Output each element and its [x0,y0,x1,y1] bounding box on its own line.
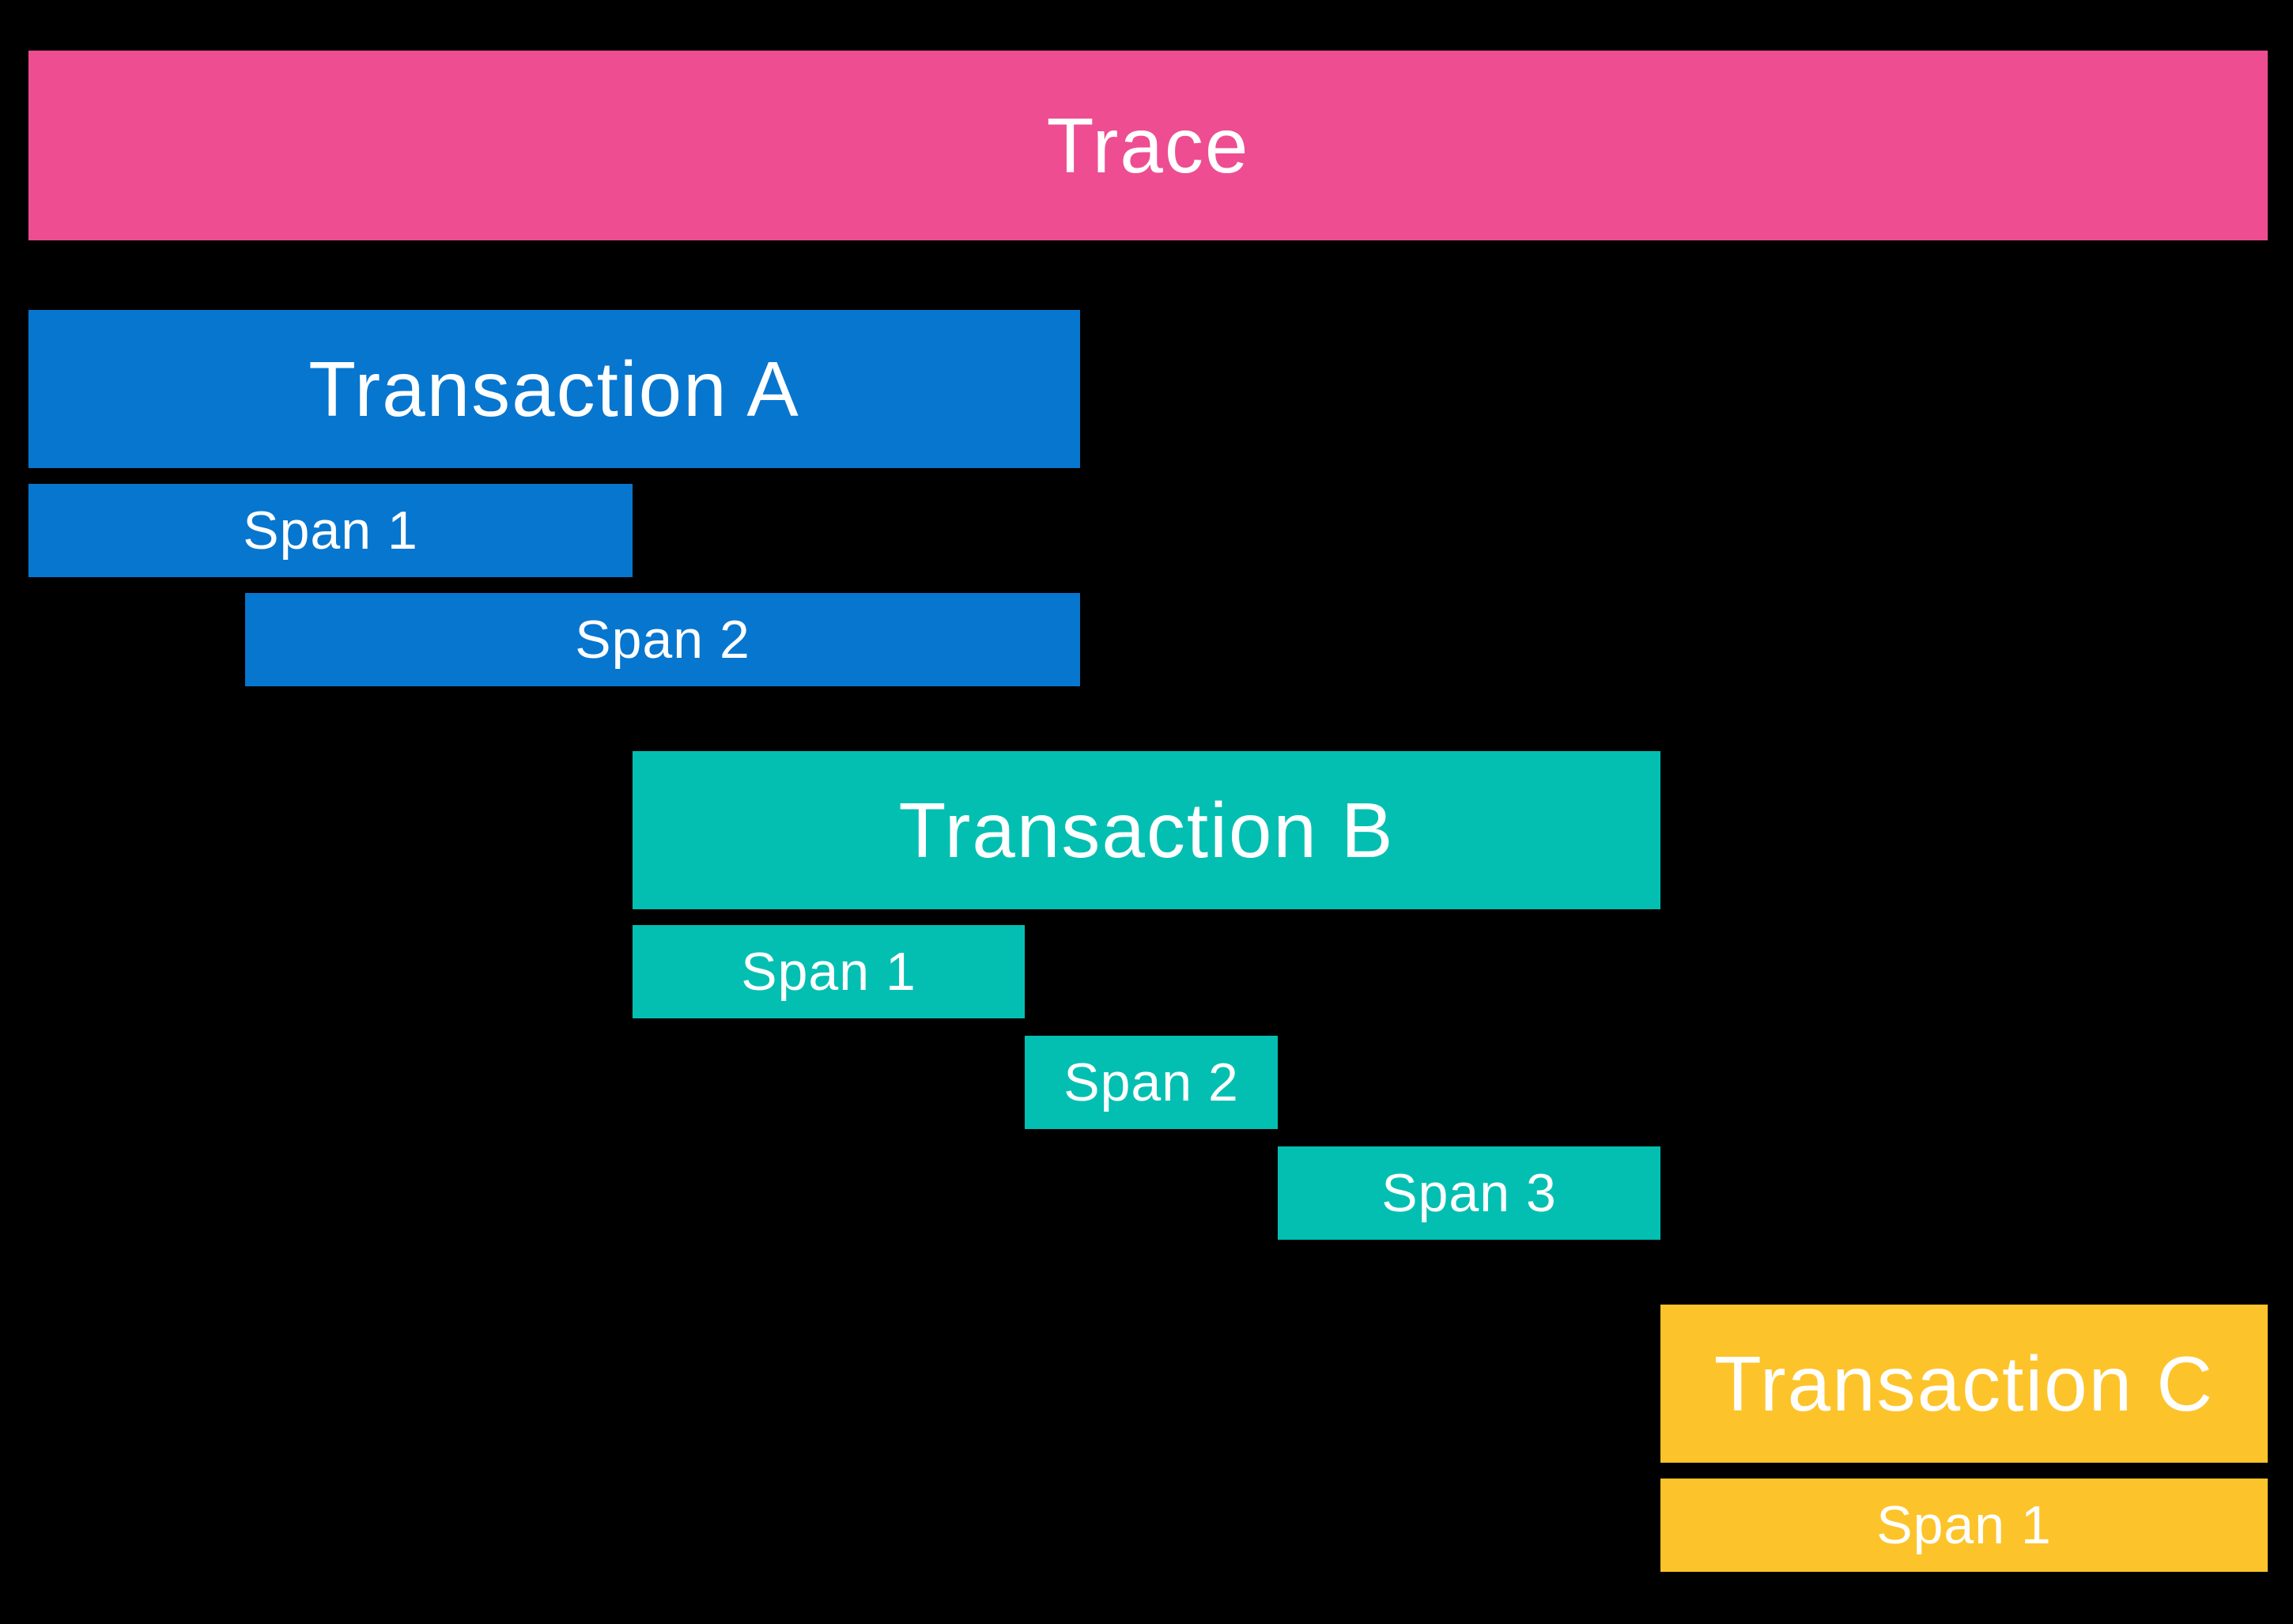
transaction-b-span-1-bar: Span 1 [633,925,1025,1018]
transaction-a-span-1-label: Span 1 [243,500,418,561]
transaction-b-span-3-label: Span 3 [1381,1163,1557,1223]
trace-label: Trace [1046,101,1250,189]
transaction-a-span-2-bar: Span 2 [245,593,1080,686]
transaction-b-span-2-label: Span 2 [1063,1052,1239,1112]
transaction-a-label: Transaction A [308,345,800,432]
transaction-b-span-3-bar: Span 3 [1278,1146,1660,1240]
transaction-a-span-2-label: Span 2 [575,610,750,670]
transaction-c-span-1-label: Span 1 [1876,1495,2052,1555]
transaction-b-span-1-label: Span 1 [741,942,916,1002]
transaction-b-label: Transaction B [898,786,1395,874]
transaction-c-label: Transaction C [1713,1339,2215,1427]
transaction-b-span-2-bar: Span 2 [1025,1036,1278,1129]
transaction-b-bar: Transaction B [633,751,1660,909]
transaction-a-bar: Transaction A [28,310,1080,468]
transaction-a-span-1-bar: Span 1 [28,484,633,577]
transaction-c-bar: Transaction C [1660,1305,2268,1463]
trace-bar: Trace [28,51,2268,240]
transaction-c-span-1-bar: Span 1 [1660,1479,2268,1572]
